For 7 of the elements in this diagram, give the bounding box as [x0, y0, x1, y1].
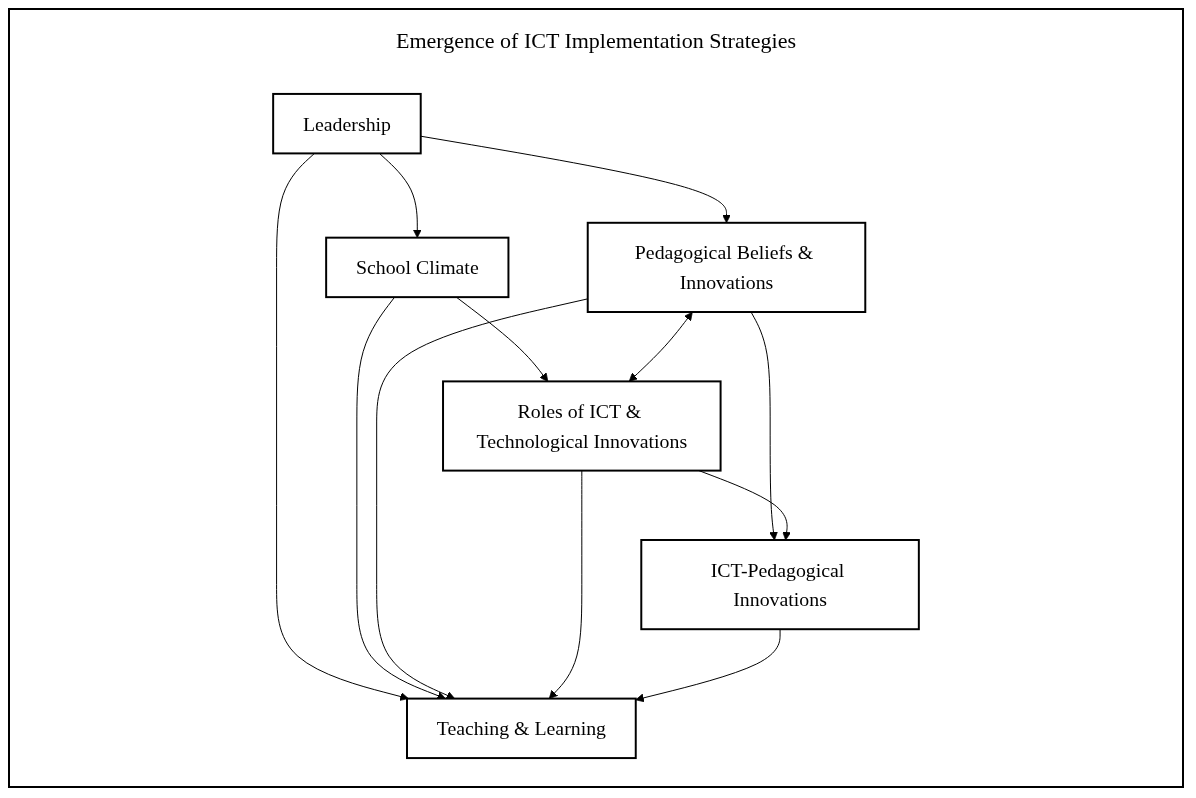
node-box: Roles of ICT & Technological Innovations: [442, 380, 722, 472]
node-box: Pedagogical Beliefs & Innovations: [586, 221, 867, 313]
node-box: ICT-Pedagogical Innovations: [640, 539, 920, 631]
node-box: Leadership: [272, 92, 422, 155]
node-box: Teaching & Learning: [406, 697, 637, 760]
node-box: School Climate: [325, 236, 510, 299]
diagram-title: Emergence of ICT Implementation Strategies: [396, 28, 796, 54]
